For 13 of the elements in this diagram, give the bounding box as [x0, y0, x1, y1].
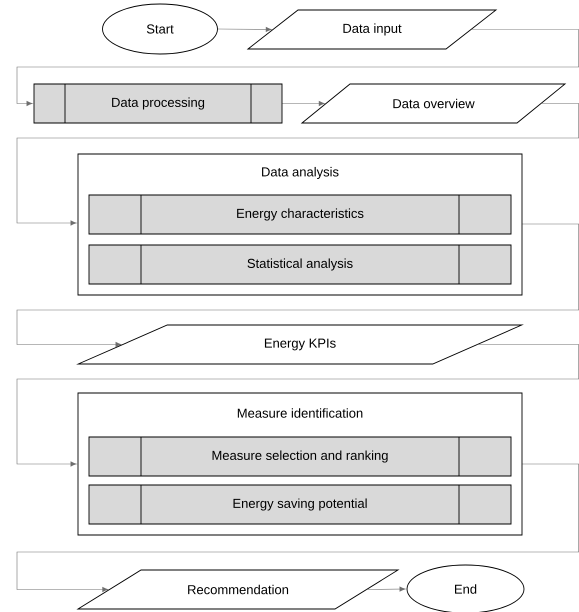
- arrow: [218, 26, 272, 32]
- arrow: [16, 344, 579, 467]
- process-box: Statistical analysis: [88, 244, 512, 284]
- arrow: [282, 100, 325, 106]
- process-box: Data processing: [34, 84, 282, 124]
- arrow: [16, 224, 579, 348]
- process-box: Energy characteristics: [88, 194, 512, 234]
- process-box: Measure selection and ranking: [88, 436, 512, 476]
- arrow: [16, 464, 579, 592]
- arrow: [16, 29, 579, 106]
- process-box: Energy saving potential: [88, 484, 512, 524]
- arrow: [16, 103, 579, 226]
- arrow: [366, 586, 406, 592]
